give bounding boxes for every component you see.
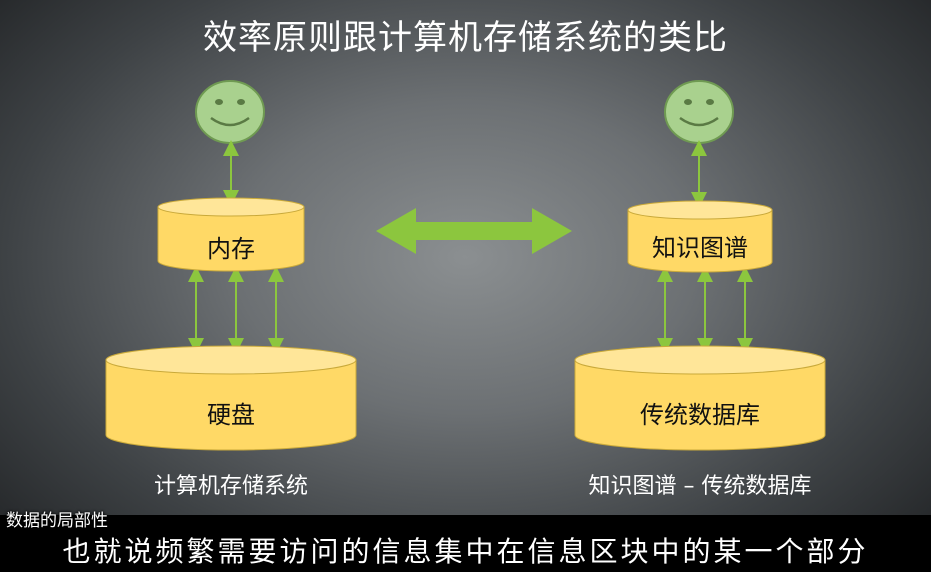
knowledge-graph-cylinder: 知识图谱 [627,200,773,273]
left-smiley-face-icon [195,80,265,144]
right-caption: 知识图谱 – 传统数据库 [588,474,812,499]
subtitle-main: 也就说频繁需要访问的信息集中在信息区块中的某一个部分 [62,535,869,568]
disk-label: 硬盘 [207,401,255,429]
database-label: 传统数据库 [640,401,760,429]
memory-cylinder: 内存 [157,197,305,273]
knowledge-graph-label: 知识图谱 [652,234,748,262]
subtitle-bar [0,515,931,572]
double-arrow-icon [376,208,572,254]
disk-cylinder: 硬盘 [105,345,357,451]
subtitle-small: 数据的局部性 [6,511,108,531]
slide-title: 效率原则跟计算机存储系统的类比 [203,18,728,58]
right-smiley-face-icon [664,80,734,144]
database-cylinder: 传统数据库 [574,345,826,451]
memory-label: 内存 [207,235,255,263]
left-caption: 计算机存储系统 [153,474,308,499]
